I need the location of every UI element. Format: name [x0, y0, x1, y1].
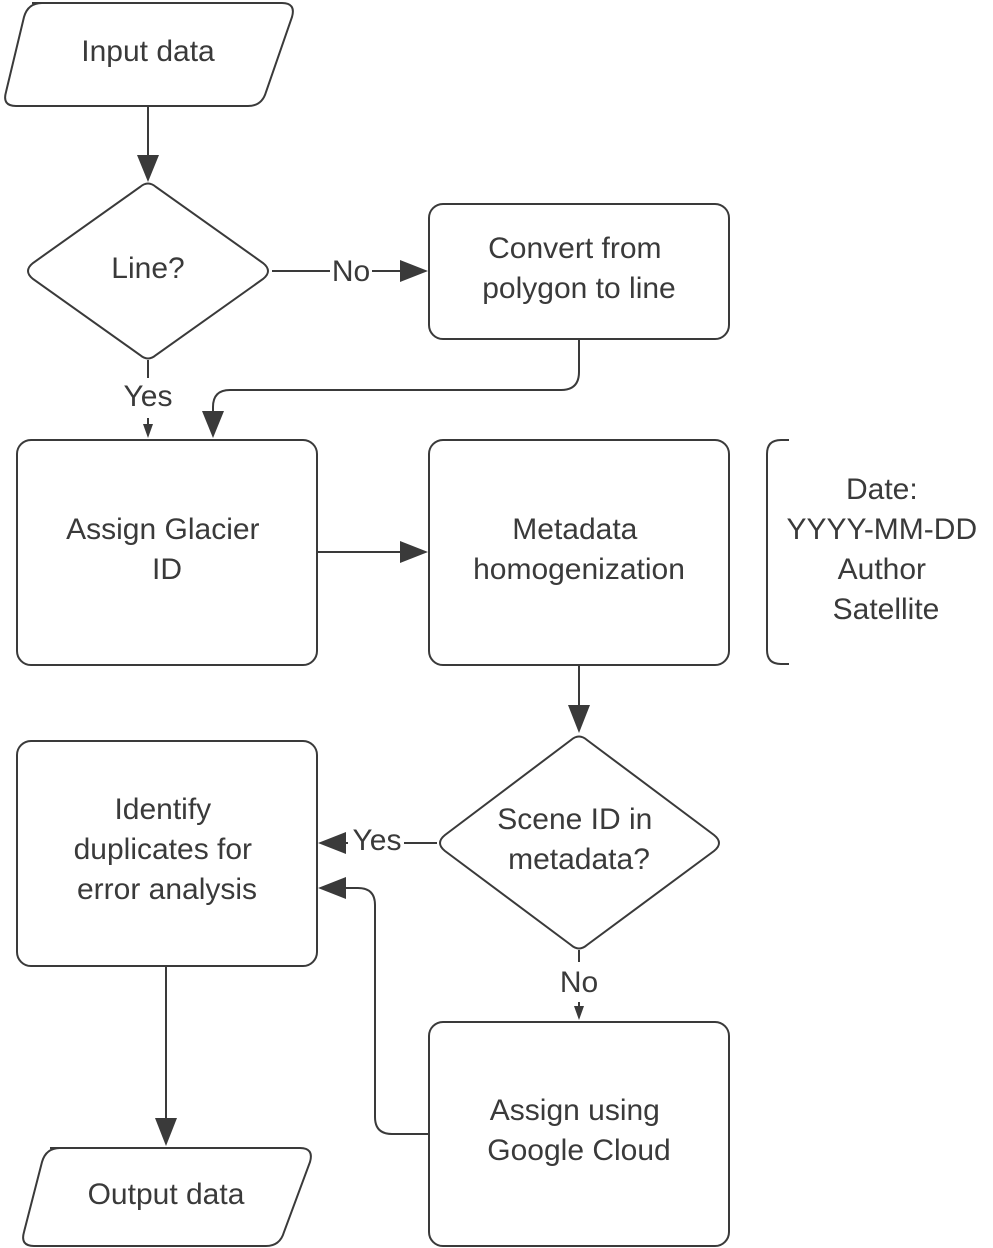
node-text-line: Assign Glacier [66, 513, 259, 546]
arrowhead-down [568, 705, 590, 733]
process-box-shape [428, 439, 730, 666]
arrowhead-down [155, 1118, 177, 1146]
node-output-data: Output data [22, 1147, 312, 1247]
data-parallelogram-shape [4, 1, 294, 107]
node-assign-google-cloud: Assign using Google Cloud [428, 1021, 730, 1247]
node-text-line: Convert from [488, 232, 661, 265]
arrowhead-left [318, 877, 346, 899]
node-text-line: Line? [111, 252, 184, 285]
connectors [137, 106, 590, 1146]
edge-label-scene-no: No [560, 966, 598, 999]
node-assign-glacier-id: Assign Glacier ID [16, 439, 318, 666]
decision-diamond-shape [439, 735, 720, 950]
process-box-shape [16, 439, 318, 666]
annotation-text-line: Satellite [833, 593, 940, 626]
node-text-line: Input data [81, 35, 215, 68]
annotation-text-line: Date: [846, 473, 918, 506]
node-label: Assign using Google Cloud [487, 1094, 670, 1167]
node-label: Identify duplicates for error analysis [74, 793, 261, 906]
node-text-line: error analysis [77, 873, 257, 906]
annotation-bracket [766, 439, 789, 665]
arrowhead-down [137, 155, 159, 182]
node-text-line: ID [152, 553, 182, 586]
arrowhead-down-small [143, 424, 153, 438]
edge-labels: No Yes Yes No [124, 255, 599, 999]
node-text-line: Google Cloud [487, 1134, 670, 1167]
arrowhead-down [202, 411, 224, 438]
edge-label-line-no: No [332, 255, 370, 288]
node-label: Metadata homogenization [473, 513, 685, 586]
edge-label-scene-yes: Yes [353, 824, 402, 857]
node-text-line: metadata? [508, 843, 650, 876]
node-identify-duplicates: Identify duplicates for error analysis [16, 740, 318, 967]
process-box-shape [428, 1021, 730, 1247]
node-label: Output data [88, 1178, 245, 1211]
node-line-decision: Line? [27, 182, 269, 360]
arrowhead-right [400, 541, 428, 563]
arrowhead-right [400, 260, 428, 282]
process-box-shape [16, 740, 318, 967]
edge-convert-to-assign-id [212, 340, 580, 412]
node-input-data: Input data [4, 1, 294, 107]
node-text-line: Metadata [512, 513, 637, 546]
node-label: Line? [111, 252, 184, 285]
node-text-line: duplicates for [74, 833, 252, 866]
node-label: Assign Glacier ID [66, 513, 268, 586]
node-text-line: Scene ID in [497, 803, 652, 836]
edge-google-to-identify [340, 887, 429, 1135]
process-box-shape [428, 203, 730, 340]
data-parallelogram-shape [22, 1147, 312, 1247]
arrowhead-down-small [574, 1006, 584, 1020]
node-text-line: polygon to line [482, 272, 675, 305]
arrowhead-left [318, 832, 346, 854]
metadata-annotation: Date: YYYY-MM-DD Author Satellite [766, 439, 986, 665]
node-label: Input data [81, 35, 215, 68]
node-text-line: Output data [88, 1178, 245, 1211]
annotation-text-line: Author [838, 553, 926, 586]
node-text-line: homogenization [473, 553, 685, 586]
node-label: Convert from polygon to line [482, 232, 675, 305]
node-label: Scene ID in metadata? [497, 803, 660, 876]
annotation-text-line: YYYY-MM-DD [787, 513, 978, 546]
node-metadata-homogenization: Metadata homogenization [428, 439, 730, 666]
edge-label-line-yes: Yes [124, 380, 173, 413]
decision-diamond-shape [27, 182, 269, 360]
node-text-line: Identify [114, 793, 211, 826]
node-scene-id-decision: Scene ID in metadata? [439, 735, 720, 950]
node-text-line: Assign using [490, 1094, 660, 1127]
annotation-text: Date: YYYY-MM-DD Author Satellite [787, 473, 986, 626]
node-convert-polygon: Convert from polygon to line [428, 203, 730, 340]
